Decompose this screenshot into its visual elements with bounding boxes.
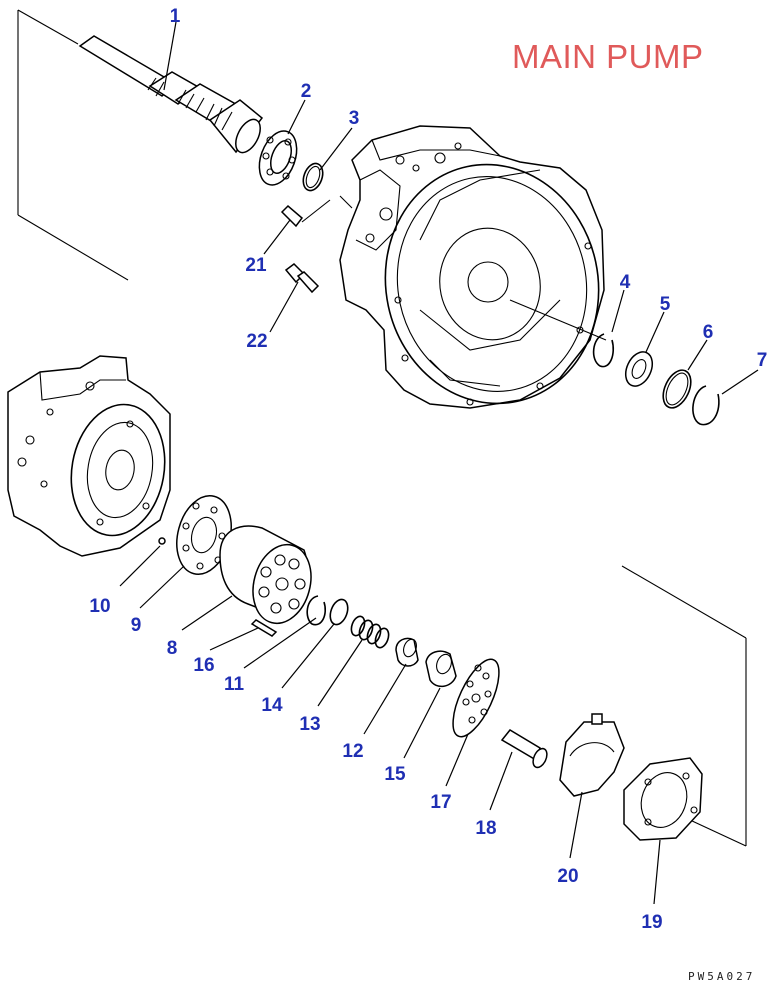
callout-numbers: 1 2 3 4 5 6 7 8 9 10 11 12 13 14 15 16 1…: [89, 6, 767, 933]
diagram-title: MAIN PUMP: [512, 38, 704, 75]
callout-19: 19: [641, 912, 662, 933]
part-snap-ring-4: [592, 333, 615, 368]
callout-11: 11: [224, 674, 245, 695]
drawing-code: PW5A027: [688, 970, 756, 983]
callout-22: 22: [246, 331, 267, 352]
callout-6: 6: [703, 322, 714, 343]
part-ring-14: [329, 598, 349, 626]
part-cylinder-block-8: [219, 525, 312, 625]
part-snap-ring-7: [692, 385, 720, 426]
callout-16: 16: [193, 655, 214, 676]
part-bolt-22: [284, 263, 320, 294]
part-shoe-18: [500, 729, 548, 769]
part-ring-6: [662, 369, 692, 409]
part-bearing-5: [624, 351, 654, 387]
callout-18: 18: [475, 818, 496, 839]
part-snap-ring-11: [306, 595, 327, 626]
part-ring-3: [302, 162, 324, 192]
part-pin-21: [280, 199, 331, 228]
callout-15: 15: [384, 764, 406, 785]
callout-4: 4: [620, 272, 631, 293]
part-spacer-12: [395, 637, 419, 667]
part-spring-13: [350, 615, 390, 649]
callout-2: 2: [301, 81, 312, 102]
callout-9: 9: [131, 615, 142, 636]
part-cradle-19: [623, 757, 703, 841]
part-pump-body-left: [7, 355, 171, 557]
part-ball-guide-15: [425, 650, 457, 688]
callout-10: 10: [89, 596, 110, 617]
callout-8: 8: [167, 638, 178, 659]
callout-14: 14: [261, 695, 283, 716]
frame-lines: [17, 9, 747, 847]
part-retainer-plate-17: [452, 658, 500, 738]
part-swash-plate-20: [559, 713, 625, 797]
callout-21: 21: [245, 255, 267, 276]
callout-20: 20: [557, 866, 578, 887]
callout-1: 1: [170, 6, 181, 27]
part-shaft: [78, 35, 264, 154]
callout-12: 12: [342, 741, 363, 762]
part-bearing: [258, 130, 298, 186]
callout-13: 13: [299, 714, 320, 735]
part-pin-10: [158, 537, 166, 545]
callout-7: 7: [757, 350, 768, 371]
callout-5: 5: [660, 294, 671, 315]
callout-3: 3: [349, 108, 360, 129]
part-pin-16: [250, 619, 278, 637]
leader-lines: [119, 21, 759, 905]
part-pump-housing: [339, 125, 607, 409]
callout-17: 17: [430, 792, 451, 813]
